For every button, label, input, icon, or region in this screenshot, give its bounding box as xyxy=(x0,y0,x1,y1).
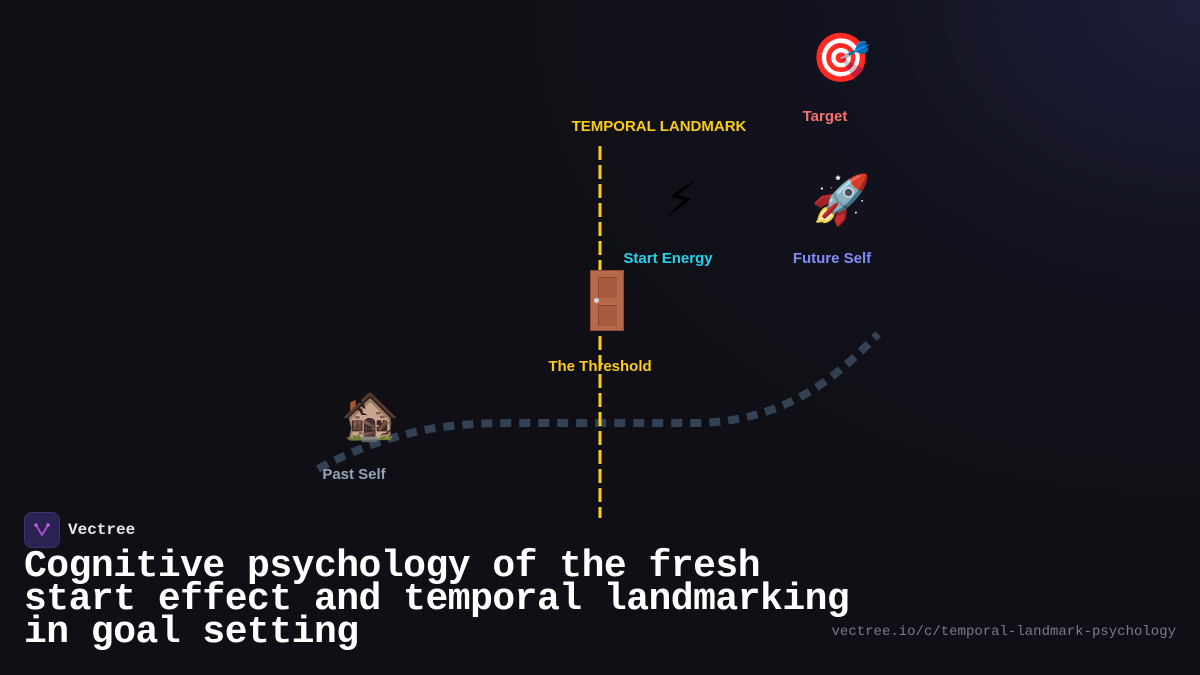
lightning-icon: ⚡ xyxy=(664,172,698,228)
past-self-label: Past Self xyxy=(322,466,386,483)
derelict-house-icon: 🏚️ xyxy=(340,388,400,444)
target-label: Target xyxy=(802,108,848,125)
target-icon: 🎯 xyxy=(811,30,871,86)
brand: Vectree xyxy=(24,512,135,548)
vectree-logo-icon xyxy=(24,512,60,548)
brand-name: Vectree xyxy=(68,521,136,539)
temporal-landmark-label: TEMPORAL LANDMARK xyxy=(571,118,747,135)
source-url: vectree.io/c/temporal-landmark-psycholog… xyxy=(831,624,1176,640)
trajectory-path xyxy=(316,331,881,473)
page-title: Cognitive psychology of the fresh start … xyxy=(24,545,850,654)
door-icon xyxy=(590,270,624,331)
threshold-label: The Threshold xyxy=(548,358,652,375)
rocket-icon: 🚀 xyxy=(811,172,871,228)
start-energy-label: Start Energy xyxy=(623,250,713,267)
future-self-label: Future Self xyxy=(792,250,872,267)
